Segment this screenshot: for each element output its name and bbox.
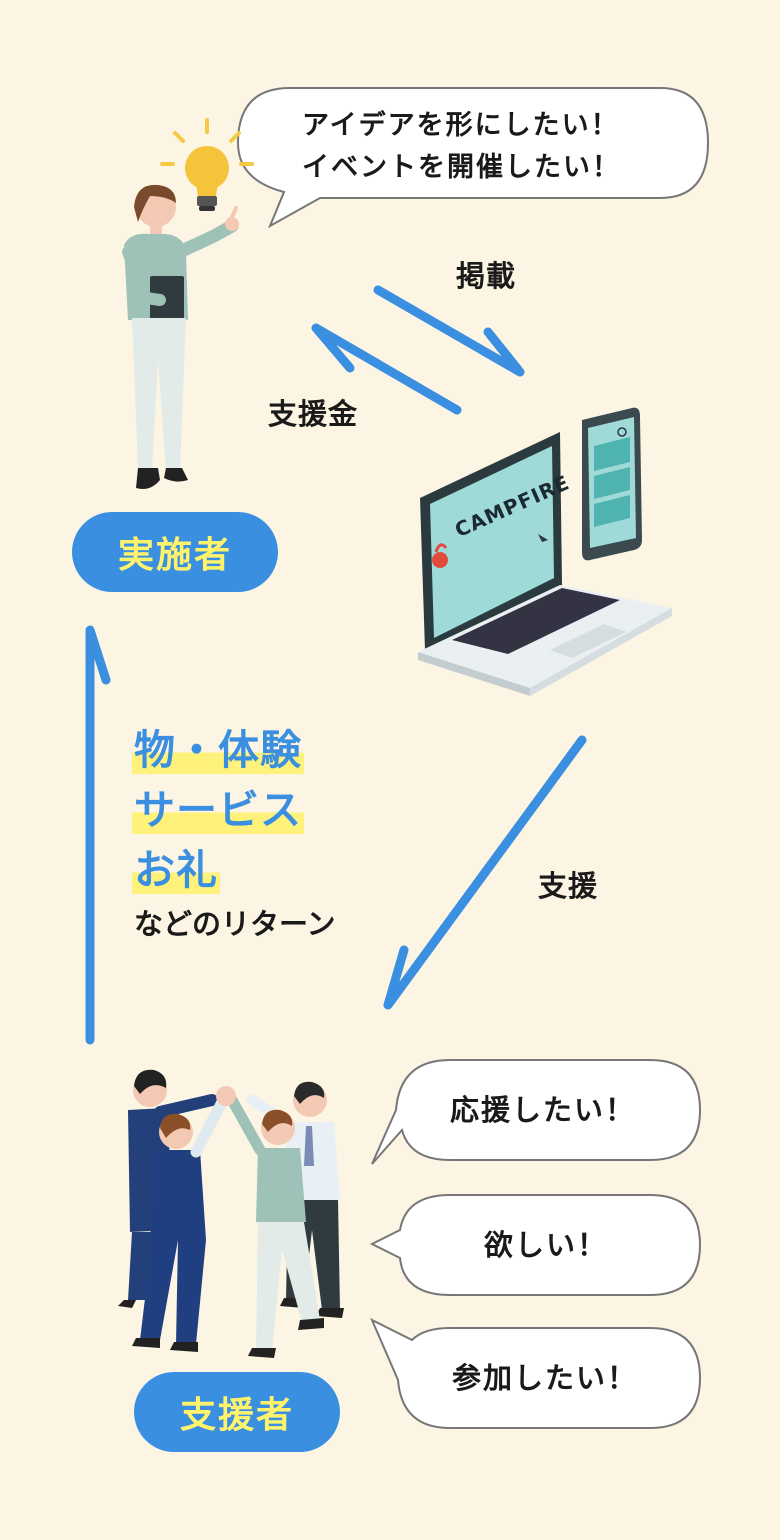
support-label: 支援 xyxy=(538,869,599,903)
backer-bubble-want: 欲しい！ xyxy=(484,1228,609,1262)
creator-role-badge: 実施者 xyxy=(72,512,278,592)
funds-arrow xyxy=(311,323,462,415)
return-arrow xyxy=(85,625,111,1045)
backer-speech-bubbles xyxy=(369,1059,702,1429)
creator-person-illustration xyxy=(122,184,239,489)
laptop-illustration xyxy=(418,432,672,696)
lightbulb-icon xyxy=(160,118,254,211)
creator-bubble-line1: アイデアを形にしたい！ xyxy=(302,110,620,141)
support-arrow xyxy=(383,735,587,1010)
returns-suffix: などのリターン xyxy=(134,907,336,941)
publish-arrow xyxy=(373,285,525,377)
return-item-service: サービス xyxy=(132,786,304,834)
backers-group-illustration xyxy=(118,1069,344,1358)
campfire-logo-icon xyxy=(432,543,448,568)
creator-bubble-line2: イベントを開催したい！ xyxy=(302,152,621,183)
publish-label: 掲載 xyxy=(456,259,517,293)
creator-speech-bubble xyxy=(236,87,710,229)
funds-label: 支援金 xyxy=(268,397,359,431)
smartphone-illustration xyxy=(582,407,642,561)
backer-bubble-support: 応援したい！ xyxy=(450,1093,637,1127)
backer-bubble-join: 参加したい！ xyxy=(452,1361,639,1395)
return-item-thanks: お礼 xyxy=(132,846,220,894)
return-item-goods-experience: 物・体験 xyxy=(132,726,304,774)
backer-role-badge: 支援者 xyxy=(134,1372,340,1452)
